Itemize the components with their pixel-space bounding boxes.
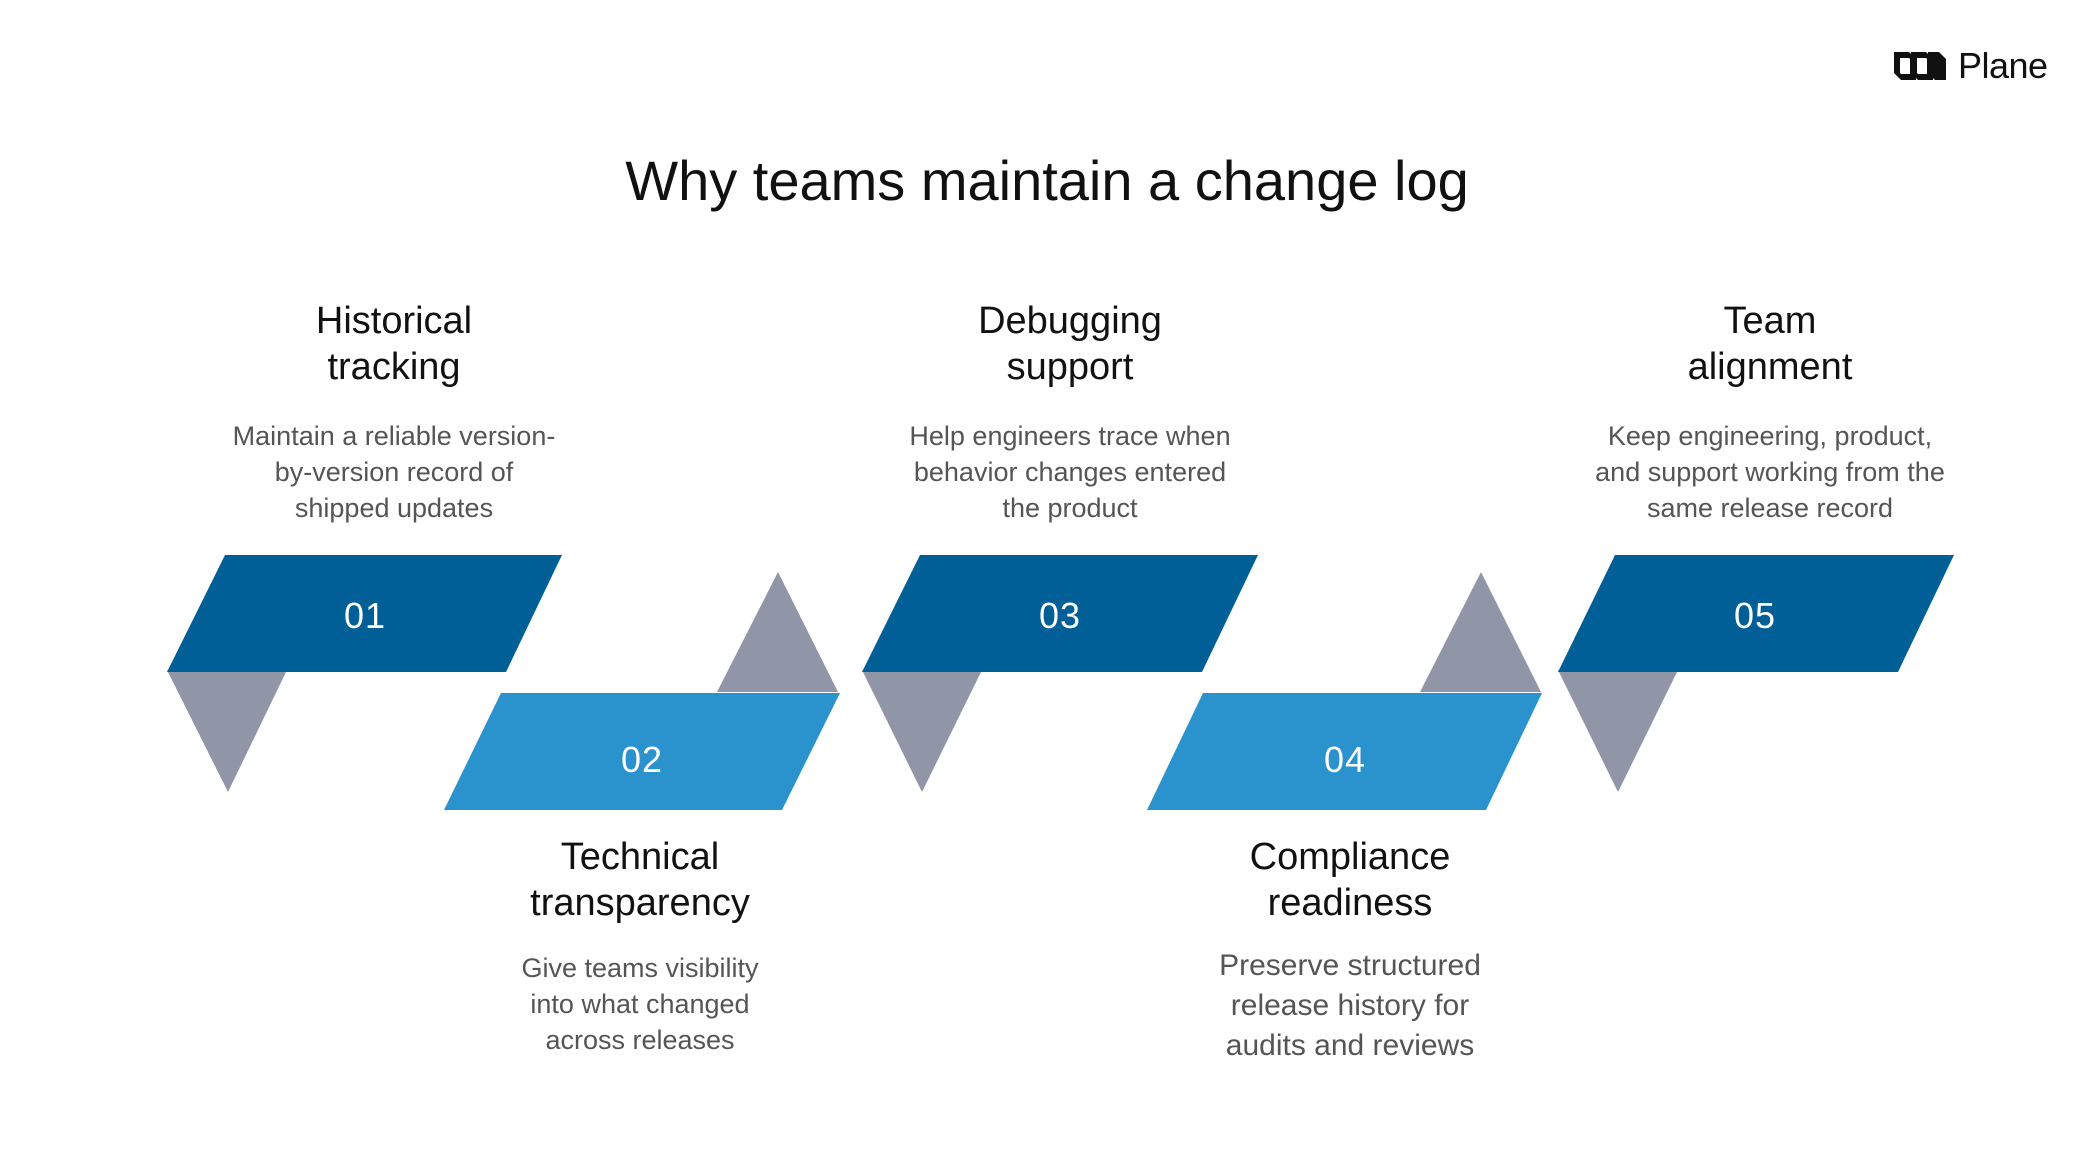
step-card-02: Technical transparency Give teams visibi… bbox=[450, 834, 830, 1058]
step-marker-01: 01 bbox=[167, 555, 562, 672]
page-title: Why teams maintain a change log bbox=[625, 149, 1469, 212]
step-number: 04 bbox=[1324, 739, 1366, 780]
step-number: 01 bbox=[344, 595, 386, 636]
step-number: 05 bbox=[1734, 595, 1776, 636]
step-marker-05: 05 bbox=[1558, 555, 1954, 672]
step-description: Help engineers trace when behavior chang… bbox=[909, 421, 1231, 523]
step-card-04: Compliance readiness Preserve structured… bbox=[1160, 834, 1540, 1066]
step-description: Preserve structured release history for … bbox=[1219, 949, 1481, 1062]
step-description: Keep engineering, product, and support w… bbox=[1595, 421, 1945, 523]
connector-triangle-up bbox=[1420, 572, 1541, 692]
step-number: 03 bbox=[1039, 595, 1081, 636]
step-card-03: Debugging support Help engineers trace w… bbox=[880, 298, 1260, 526]
connector-triangle-up bbox=[717, 572, 838, 692]
step-title: Technical transparency bbox=[530, 836, 750, 924]
step-title: Historical tracking bbox=[315, 300, 473, 388]
step-description: Maintain a reliable version- by-version … bbox=[232, 421, 556, 523]
step-number: 02 bbox=[621, 739, 663, 780]
plane-logo-icon bbox=[1892, 49, 1948, 83]
brand-name: Plane bbox=[1958, 45, 2048, 86]
connector-triangle-down bbox=[167, 670, 287, 792]
step-card-01: Historical tracking Maintain a reliable … bbox=[204, 298, 584, 526]
step-marker-04: 04 bbox=[1147, 693, 1542, 810]
connector-triangle-down bbox=[862, 670, 982, 792]
connector-triangle-down bbox=[1558, 670, 1678, 792]
step-title: Compliance readiness bbox=[1249, 836, 1451, 924]
step-card-05: Team alignment Keep engineering, product… bbox=[1560, 298, 1980, 526]
step-title: Team alignment bbox=[1687, 300, 1853, 388]
step-description: Give teams visibility into what changed … bbox=[521, 953, 759, 1055]
brand-logo: Plane bbox=[1892, 44, 2048, 88]
step-marker-03: 03 bbox=[862, 555, 1258, 672]
step-marker-02: 02 bbox=[444, 693, 840, 810]
step-title: Debugging support bbox=[978, 300, 1162, 388]
